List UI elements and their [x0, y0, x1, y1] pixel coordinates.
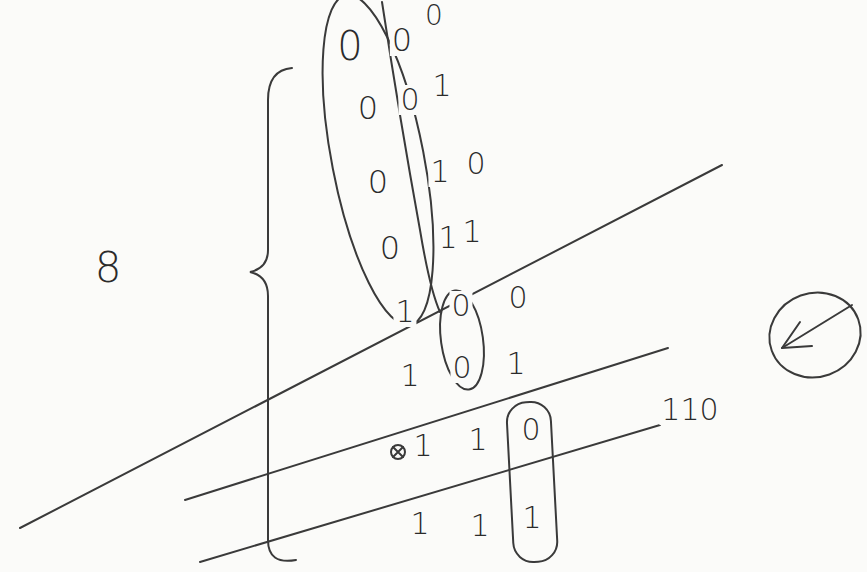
- diagonal-line: [200, 425, 660, 562]
- bit-digit: 1: [398, 361, 421, 391]
- bit-digit: 0: [390, 24, 414, 56]
- bit-digit: 1: [504, 349, 527, 379]
- count-label: 8: [93, 247, 124, 289]
- cross-mark: [391, 445, 405, 459]
- bit-digit: 1: [436, 223, 459, 253]
- bit-digit: 1: [393, 297, 416, 327]
- bit-digit: 0: [506, 283, 529, 313]
- diagonal-line: [20, 165, 722, 528]
- bit-digit: 0: [366, 166, 390, 198]
- group-box: [506, 401, 558, 563]
- bit-digit: 0: [519, 415, 542, 445]
- bit-digit: 1: [460, 217, 483, 247]
- bit-digit: 0: [378, 232, 402, 264]
- bit-digit: 1: [520, 503, 543, 533]
- bit-digit: 0: [356, 92, 380, 124]
- bit-digit: 0: [423, 2, 445, 30]
- bit-digit: 1: [430, 71, 453, 101]
- bit-digit: 0: [450, 353, 473, 383]
- bit-digit: 0: [335, 26, 364, 66]
- group-ellipse: [434, 288, 490, 393]
- result-label: 110: [659, 395, 720, 425]
- bit-digit: 1: [411, 431, 434, 461]
- circled-arrow: [757, 280, 867, 390]
- group-ellipse: [301, 0, 455, 334]
- bit-digit: 1: [468, 511, 491, 541]
- diagonal-line: [185, 348, 668, 500]
- bit-digit: 1: [466, 425, 489, 455]
- bit-digit: 0: [464, 149, 487, 179]
- bit-digit: 1: [408, 509, 431, 539]
- bit-digit: 0: [449, 291, 472, 321]
- bit-digit: 0: [398, 85, 421, 115]
- brace: [250, 68, 296, 561]
- bit-digit: 1: [428, 157, 451, 187]
